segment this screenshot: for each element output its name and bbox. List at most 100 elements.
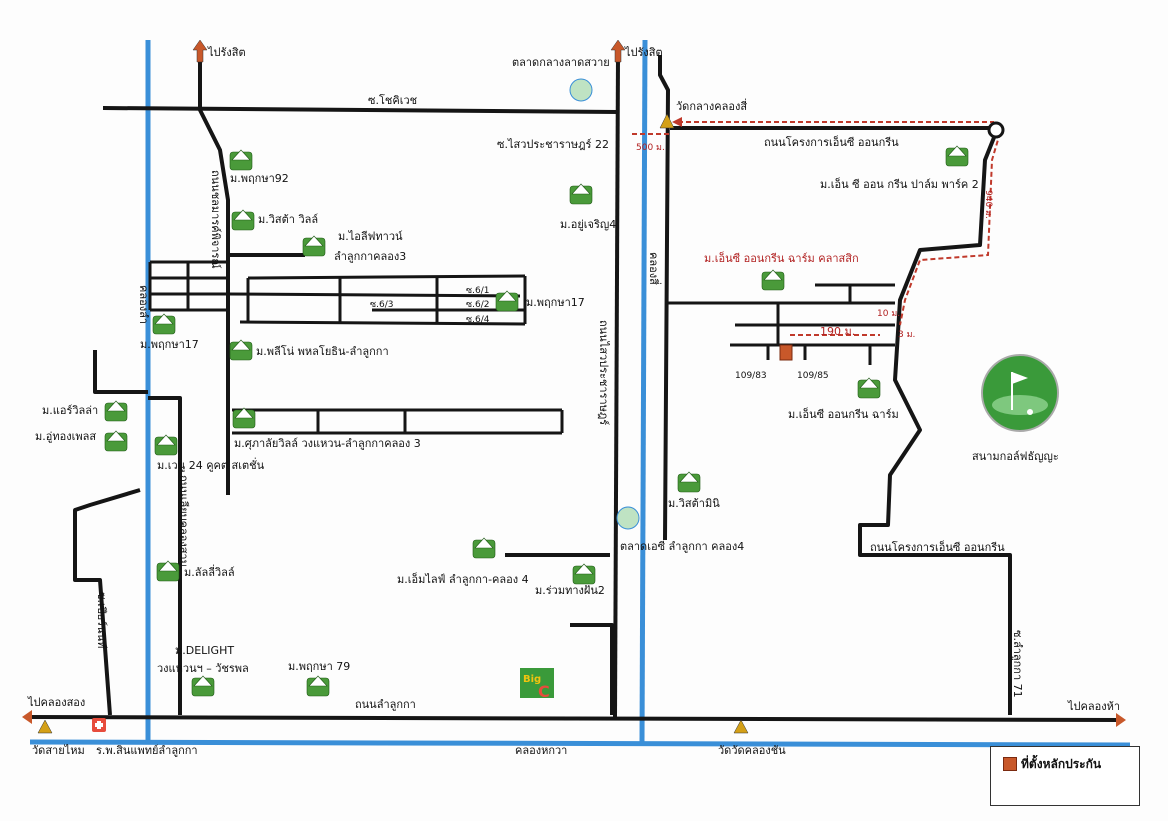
house-icon <box>945 145 969 167</box>
village-nc-charm-label: ม.เอ็นซี ออนกรีน ฉาร์ม <box>788 408 899 421</box>
road-yim <box>73 488 141 716</box>
road-lamlukka71-label: ซ.ลำลูกกา 71 <box>1011 630 1024 698</box>
house-icon <box>569 183 593 205</box>
legend-label: ที่ตั้งหลักประกัน <box>1021 757 1102 771</box>
temple-sai-mai-label: วัดสายไหม <box>32 744 85 757</box>
svg-text:C: C <box>538 682 550 701</box>
house-icon <box>154 434 178 456</box>
legend-plot-swatch <box>1003 757 1017 771</box>
road-sai-vertical-label: ถนนไสวประชาราษฎร์ <box>597 320 610 426</box>
start-point-icon <box>987 121 1005 139</box>
road-sai-label: ซ.ไสวประชาราษฎร์ 22 <box>497 138 609 151</box>
village-ruam-label: ม.ร่วมทางฝัน2 <box>535 584 605 597</box>
bigc-logo-icon: Big C <box>520 668 554 701</box>
distance-500-label: 500 ม. <box>636 143 665 153</box>
golf-icon <box>981 354 1059 432</box>
village-nc-classic-label: ม.เอ็นซี ออนกรีน ฉาร์ม คลาสสิก <box>704 252 859 265</box>
road-mid-left <box>148 396 182 715</box>
golf-label: สนามกอล์ฟธัญญะ <box>972 450 1059 463</box>
road-big-c <box>570 623 614 715</box>
direction-to-rangsit-2: ไปรังสิต <box>625 46 663 59</box>
canal-hok-wa-label: คลองหกวา <box>515 744 568 757</box>
distance-940-label: 940 ม. <box>983 190 993 219</box>
road-chokchai-label: ซ.โชคิเวช <box>368 94 418 107</box>
village-delight-sub-label: วงแหวนฯ – วัชรพล <box>157 662 249 675</box>
direction-khlong-song: ไปคลองสอง <box>28 696 86 709</box>
village-ileaf-label: ม.ไอลีฟทาวน์ <box>338 230 403 243</box>
road-lamlukka <box>24 715 1121 722</box>
house-icon <box>761 269 785 291</box>
temple-khlong-sip-label: วัดวัดคลองชัน <box>718 744 786 757</box>
soi-grid <box>148 260 895 435</box>
arrow-up-icon <box>610 39 626 63</box>
house-icon <box>229 149 253 171</box>
house-icon <box>231 209 255 231</box>
house-icon <box>104 430 128 452</box>
house-icon <box>857 377 881 399</box>
legend: ที่ตั้งหลักประกัน <box>990 746 1140 806</box>
house-icon <box>104 400 128 422</box>
village-nc-palm-label: ม.เอ็น ซี ออน กรีน ปาล์ม พาร์ค 2 <box>820 178 979 191</box>
village-pruksa79-label: ม.พฤกษา 79 <box>288 660 351 673</box>
house-icon <box>229 339 253 361</box>
plot-10985-label: 109/85 <box>797 371 829 381</box>
arrow-left-icon <box>22 710 32 724</box>
market-icon <box>569 78 640 530</box>
direction-arrows <box>22 39 1126 727</box>
canal-khlong-si <box>639 39 648 743</box>
road-nc-bottom-label: ถนนโครงการเอ็นซี ออนกรีน <box>870 541 1005 554</box>
hospital-label: ร.พ.สินแพทย์ลำลูกกา <box>96 744 198 757</box>
canal-hok-wa <box>29 739 1131 748</box>
distance-3-label: 3 ม. <box>898 330 916 340</box>
village-ileaf-sub-label: ลำลูกกาคลอง3 <box>334 250 407 263</box>
village-vistamini-label: ม.วิสต้ามินิ <box>668 497 720 510</box>
road-sai-prachaprat <box>613 54 620 718</box>
house-icon <box>306 675 330 697</box>
market-top-label: ตลาดกลางลาดสวาย <box>512 56 610 69</box>
road-yim-label: ซ.เปียร์นนท์ <box>95 592 108 649</box>
road-chokchai <box>102 106 619 114</box>
road-khlong-si-label: คลองสี่ <box>647 252 660 285</box>
village-venu-label: ม.เวนู 24 คูคต สเตชั่น <box>157 459 265 472</box>
house-icon <box>302 235 326 257</box>
road-lamlukka-khlong-label: คลองลำ <box>137 285 150 324</box>
village-mlife-label: ม.เอ็มไลฟ์ ลำลูกกา-คลอง 4 <box>397 573 529 586</box>
road-prasert-label: ถนนชลมารค์พิจารณ์ <box>209 170 222 269</box>
soi-64-label: ซ.6/4 <box>466 315 490 325</box>
road-left-branch <box>198 55 230 495</box>
village-air-villa-label: ม.แอร์วิลล่า <box>42 404 99 417</box>
temple-icon <box>37 113 749 734</box>
house-icon <box>472 537 496 559</box>
village-pleno-label: ม.พลีโน่ พหลโยธิน-ลำลูกกา <box>256 345 389 358</box>
house-icon <box>191 675 215 697</box>
village-yoocharoen-label: ม.อยู่เจริญ4 <box>560 218 617 231</box>
house-icon <box>156 560 180 582</box>
house-icon <box>152 313 176 335</box>
svg-text:Big: Big <box>523 674 541 685</box>
arrow-up-icon <box>192 39 208 63</box>
market-ec-label: ตลาดเอซี ลำลูกกา คลอง4 <box>620 540 745 553</box>
soi-61-label: ซ.6/1 <box>466 286 490 296</box>
village-delight-label: ม.DELIGHT <box>175 644 235 657</box>
property-plot <box>779 344 793 361</box>
house-icon <box>495 290 519 312</box>
village-pruksa92-label: ม.พฤกษา92 <box>230 172 289 185</box>
village-pruksa17a-label: ม.พฤกษา17 <box>526 296 585 309</box>
direction-to-rangsit-1: ไปรังสิต <box>208 46 246 59</box>
road-nc-top-label: ถนนโครงการเอ็นซี ออนกรีน <box>764 136 899 149</box>
plot-10983-label: 109/83 <box>735 371 767 381</box>
soi-62-label: ซ.6/2 <box>466 300 490 310</box>
road-left-edge <box>93 350 148 394</box>
direction-khlong-ha: ไปคลองห้า <box>1068 700 1121 713</box>
house-icon <box>677 471 701 493</box>
village-vista-label: ม.วิสต้า วิลล์ <box>258 213 319 226</box>
village-supalai-label: ม.ศุภาลัยวิลล์ วงแหวน-ลำลูกกาคลอง 3 <box>234 437 421 450</box>
temple-khlong-si-label: วัดกลางคลองสี่ <box>676 100 748 113</box>
distance-10-label: 10 ม. <box>877 309 901 319</box>
road-right-of-canal <box>658 55 670 541</box>
hospital-icon <box>92 718 106 732</box>
arrow-left-icon <box>672 117 682 127</box>
village-uthong-label: ม.อู่ทองเพลส <box>35 430 97 443</box>
road-lamlukka-label: ถนนลำลูกกา <box>355 698 416 711</box>
